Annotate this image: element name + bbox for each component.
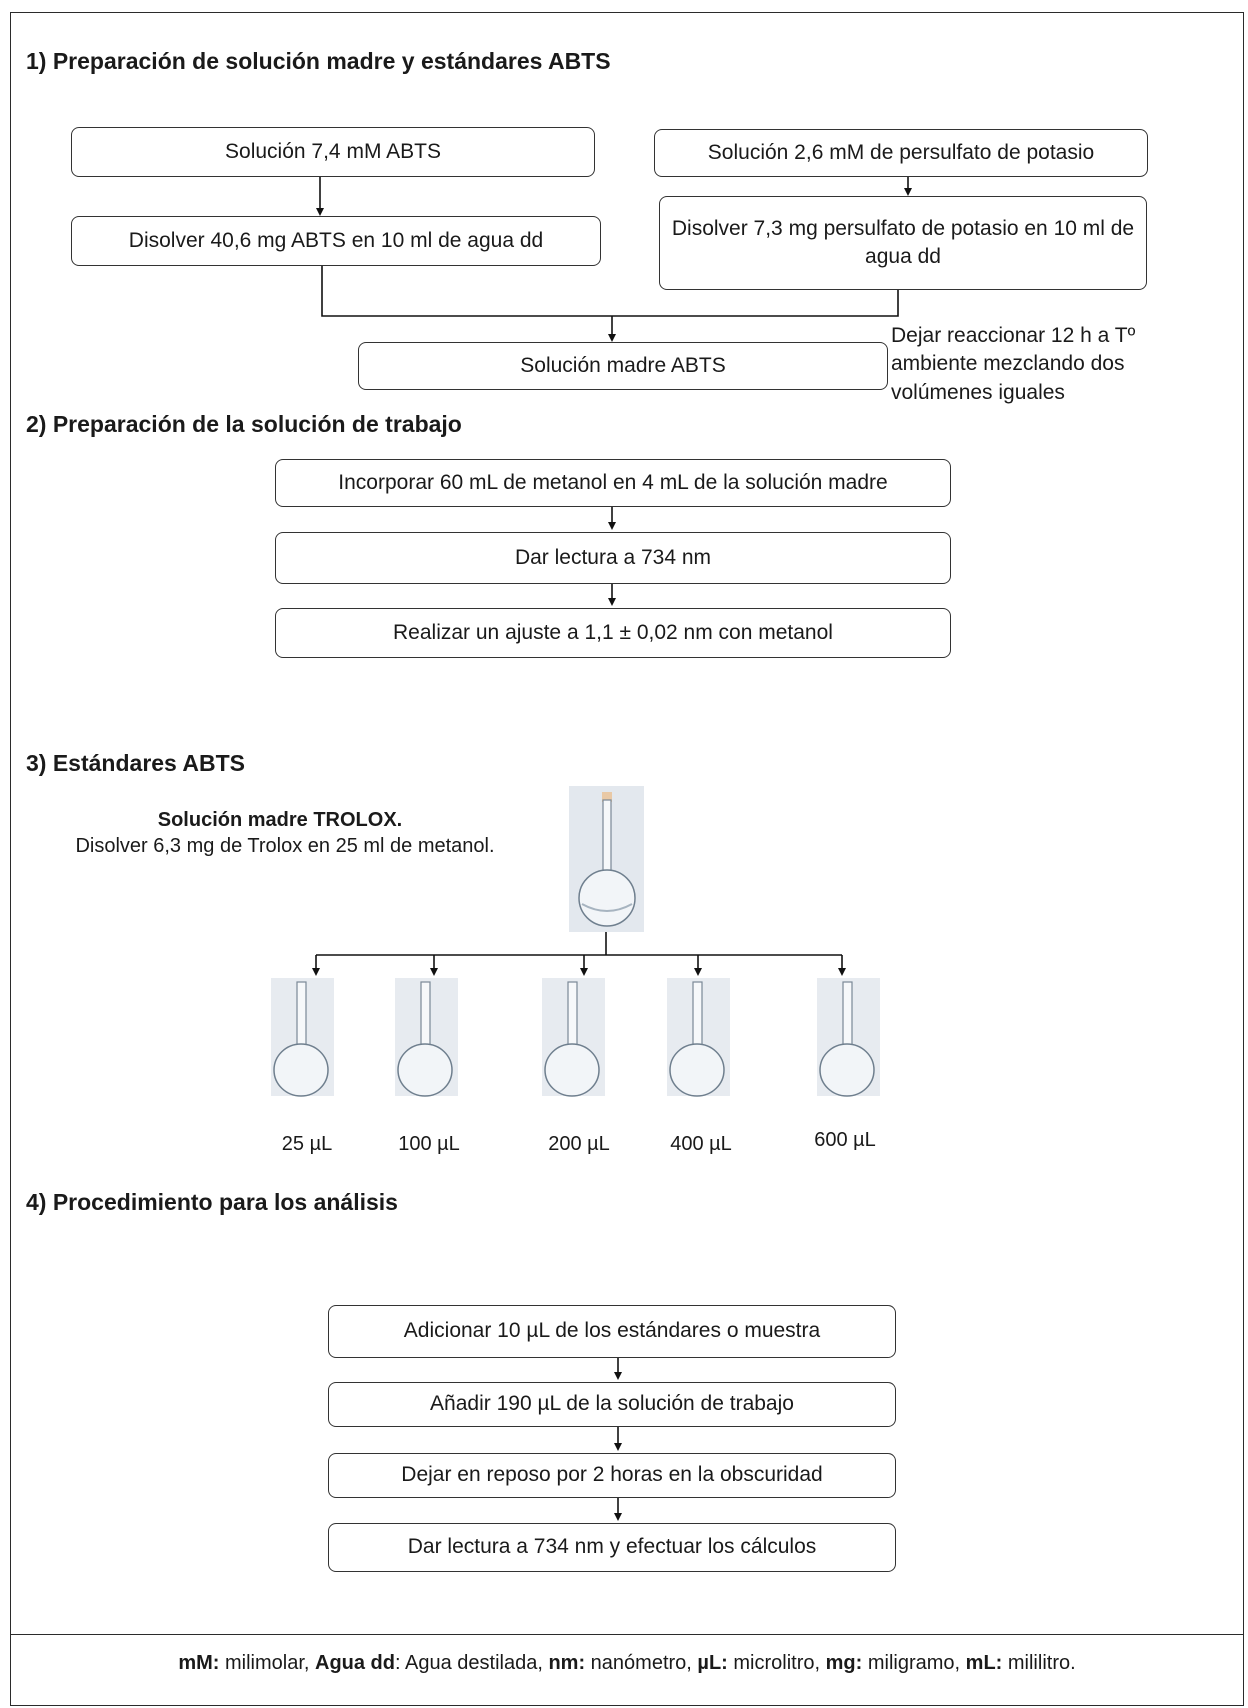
- abbreviations-footer: mM: milimolar, Agua dd: Agua destilada, …: [10, 1652, 1244, 1675]
- abbr-definition: : Agua destilada,: [395, 1652, 549, 1674]
- volume-label: 400 µL: [670, 1133, 732, 1155]
- footer-divider: [10, 1634, 1244, 1635]
- dissolve-persulfate-box: Disolver 7,3 mg persulfato de potasio en…: [659, 196, 1147, 290]
- volume-label: 25 µL: [281, 1133, 333, 1155]
- abts-solution-box: Solución 7,4 mM ABTS: [71, 127, 595, 177]
- dissolve-abts-box: Disolver 40,6 mg ABTS en 10 ml de agua d…: [71, 216, 601, 266]
- working-step-box: Dar lectura a 734 nm: [275, 532, 951, 584]
- section-4-heading: 4) Procedimiento para los análisis: [26, 1189, 398, 1215]
- abbr-definition: milimolar,: [219, 1652, 315, 1674]
- flask-icon: [395, 978, 458, 1097]
- trolox-title: Solución madre TROLOX.: [157, 809, 403, 831]
- working-step-box: Realizar un ajuste a 1,1 ± 0,02 nm con m…: [275, 608, 951, 658]
- section-1-heading: 1) Preparación de solución madre y están…: [26, 48, 611, 74]
- abts-stock-box: Solución madre ABTS: [358, 342, 888, 390]
- volume-label: 200 µL: [548, 1133, 610, 1155]
- abbr-term: mg:: [825, 1652, 863, 1674]
- volume-label: 600 µL: [814, 1129, 876, 1151]
- working-step-box: Incorporar 60 mL de metanol en 4 mL de l…: [275, 459, 951, 507]
- section-2-heading: 2) Preparación de la solución de trabajo: [26, 411, 462, 437]
- reaction-note: Dejar reaccionar 12 h a Tº ambiente mezc…: [891, 324, 1136, 404]
- persulfate-solution-box: Solución 2,6 mM de persulfato de potasio: [654, 129, 1148, 177]
- merge-line: [321, 266, 899, 317]
- abbr-term: mM:: [178, 1652, 220, 1674]
- analysis-step-box: Adicionar 10 µL de los estándares o mues…: [328, 1305, 896, 1358]
- abbr-term: mL:: [965, 1652, 1003, 1674]
- flask-icon: [817, 978, 880, 1097]
- trolox-description: Disolver 6,3 mg de Trolox en 25 ml de me…: [75, 835, 495, 857]
- abbr-term: Agua dd: [315, 1652, 395, 1674]
- flask-icon: [667, 978, 730, 1097]
- abbr-term: µL:: [697, 1652, 728, 1674]
- analysis-step-box: Dejar en reposo por 2 horas en la obscur…: [328, 1453, 896, 1498]
- trolox-flask-icon: [569, 786, 644, 932]
- abbr-definition: mililitro.: [1002, 1652, 1076, 1674]
- abbr-definition: microlitro,: [727, 1652, 826, 1674]
- section-3-heading: 3) Estándares ABTS: [26, 750, 245, 776]
- abbr-definition: nanómetro,: [585, 1652, 698, 1674]
- analysis-step-box: Añadir 190 µL de la solución de trabajo: [328, 1382, 896, 1427]
- diagram-frame: [10, 12, 1244, 1706]
- flask-icon: [271, 978, 334, 1097]
- flask-icon: [542, 978, 605, 1097]
- analysis-step-box: Dar lectura a 734 nm y efectuar los cálc…: [328, 1523, 896, 1572]
- abbr-term: nm:: [548, 1652, 586, 1674]
- volume-label: 100 µL: [398, 1133, 460, 1155]
- abbr-definition: miligramo,: [862, 1652, 966, 1674]
